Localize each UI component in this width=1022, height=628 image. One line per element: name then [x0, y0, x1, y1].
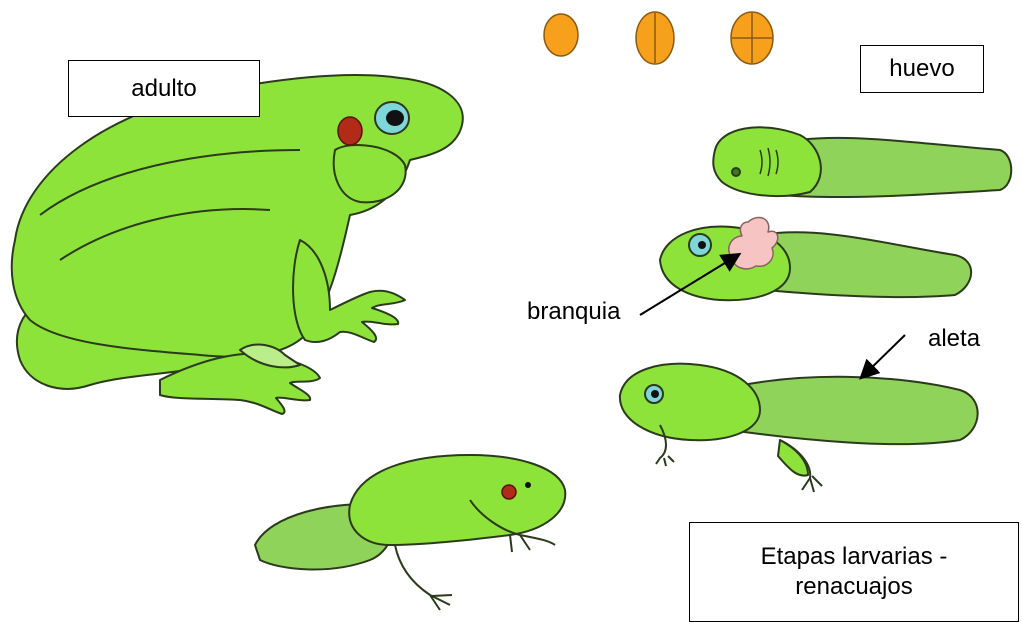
larval-stages-line-2: renacuajos [795, 572, 912, 602]
adult-label-box: adulto [68, 60, 260, 117]
egg-single-cell [544, 14, 578, 56]
tadpole-early [713, 127, 1011, 197]
egg-two-cell [636, 12, 674, 64]
egg-four-cell [731, 12, 773, 64]
froglet [255, 455, 565, 610]
fin-label: aleta [928, 325, 980, 353]
adult-label: adulto [131, 74, 196, 104]
gill-label: branquia [527, 298, 620, 326]
egg-label: huevo [889, 54, 954, 84]
larval-stages-box: Etapas larvarias - renacuajos [689, 522, 1019, 622]
fin-pointer-arrow [862, 335, 905, 377]
egg-stages [544, 12, 773, 64]
adult-frog-eardrum [338, 117, 362, 145]
larval-stages-line-1: Etapas larvarias - [761, 542, 948, 572]
adult-frog-eye [375, 102, 409, 134]
tadpole-with-legs [620, 364, 978, 492]
tadpole-with-gills [660, 217, 971, 300]
egg-label-box: huevo [860, 45, 984, 93]
